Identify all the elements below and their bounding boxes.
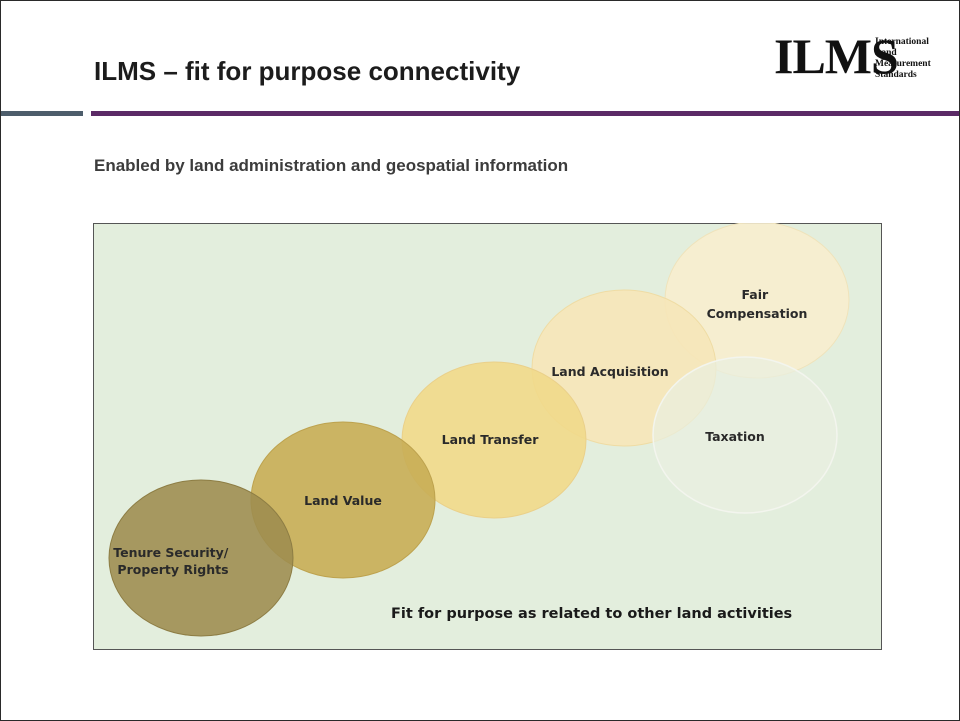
ilms-logo: ILMS International Land Measurement Stan… — [774, 31, 944, 91]
logo-line: International — [875, 37, 929, 47]
node-tenure-security — [108, 479, 294, 637]
logo-line: Measurement — [875, 59, 931, 69]
node-label: Land Value — [304, 493, 382, 508]
slide-subtitle: Enabled by land administration and geosp… — [94, 156, 569, 175]
title-rule-right — [91, 111, 959, 116]
logo-line: Land — [875, 48, 897, 58]
node-label: Taxation — [705, 429, 765, 444]
title-rule-left — [1, 111, 83, 116]
node-label: Land Transfer — [442, 432, 540, 447]
slide-title: ILMS – fit for purpose connectivity — [94, 56, 521, 86]
logo-fullname: International Land Measurement Standards — [875, 37, 931, 81]
node-label: Land Acquisition — [551, 364, 668, 379]
node-label: Tenure Security/ Property Rights — [113, 545, 232, 577]
diagram-canvas: Fair Compensation Land Acquisition Taxat… — [93, 223, 882, 650]
connectivity-diagram: Fair Compensation Land Acquisition Taxat… — [93, 223, 882, 650]
logo-line: Standards — [875, 70, 917, 80]
logo-abbreviation: ILMS — [774, 28, 899, 84]
diagram-caption: Fit for purpose as related to other land… — [391, 606, 792, 622]
node-taxation — [652, 356, 838, 514]
node-label: Fair Compensation — [707, 287, 808, 321]
